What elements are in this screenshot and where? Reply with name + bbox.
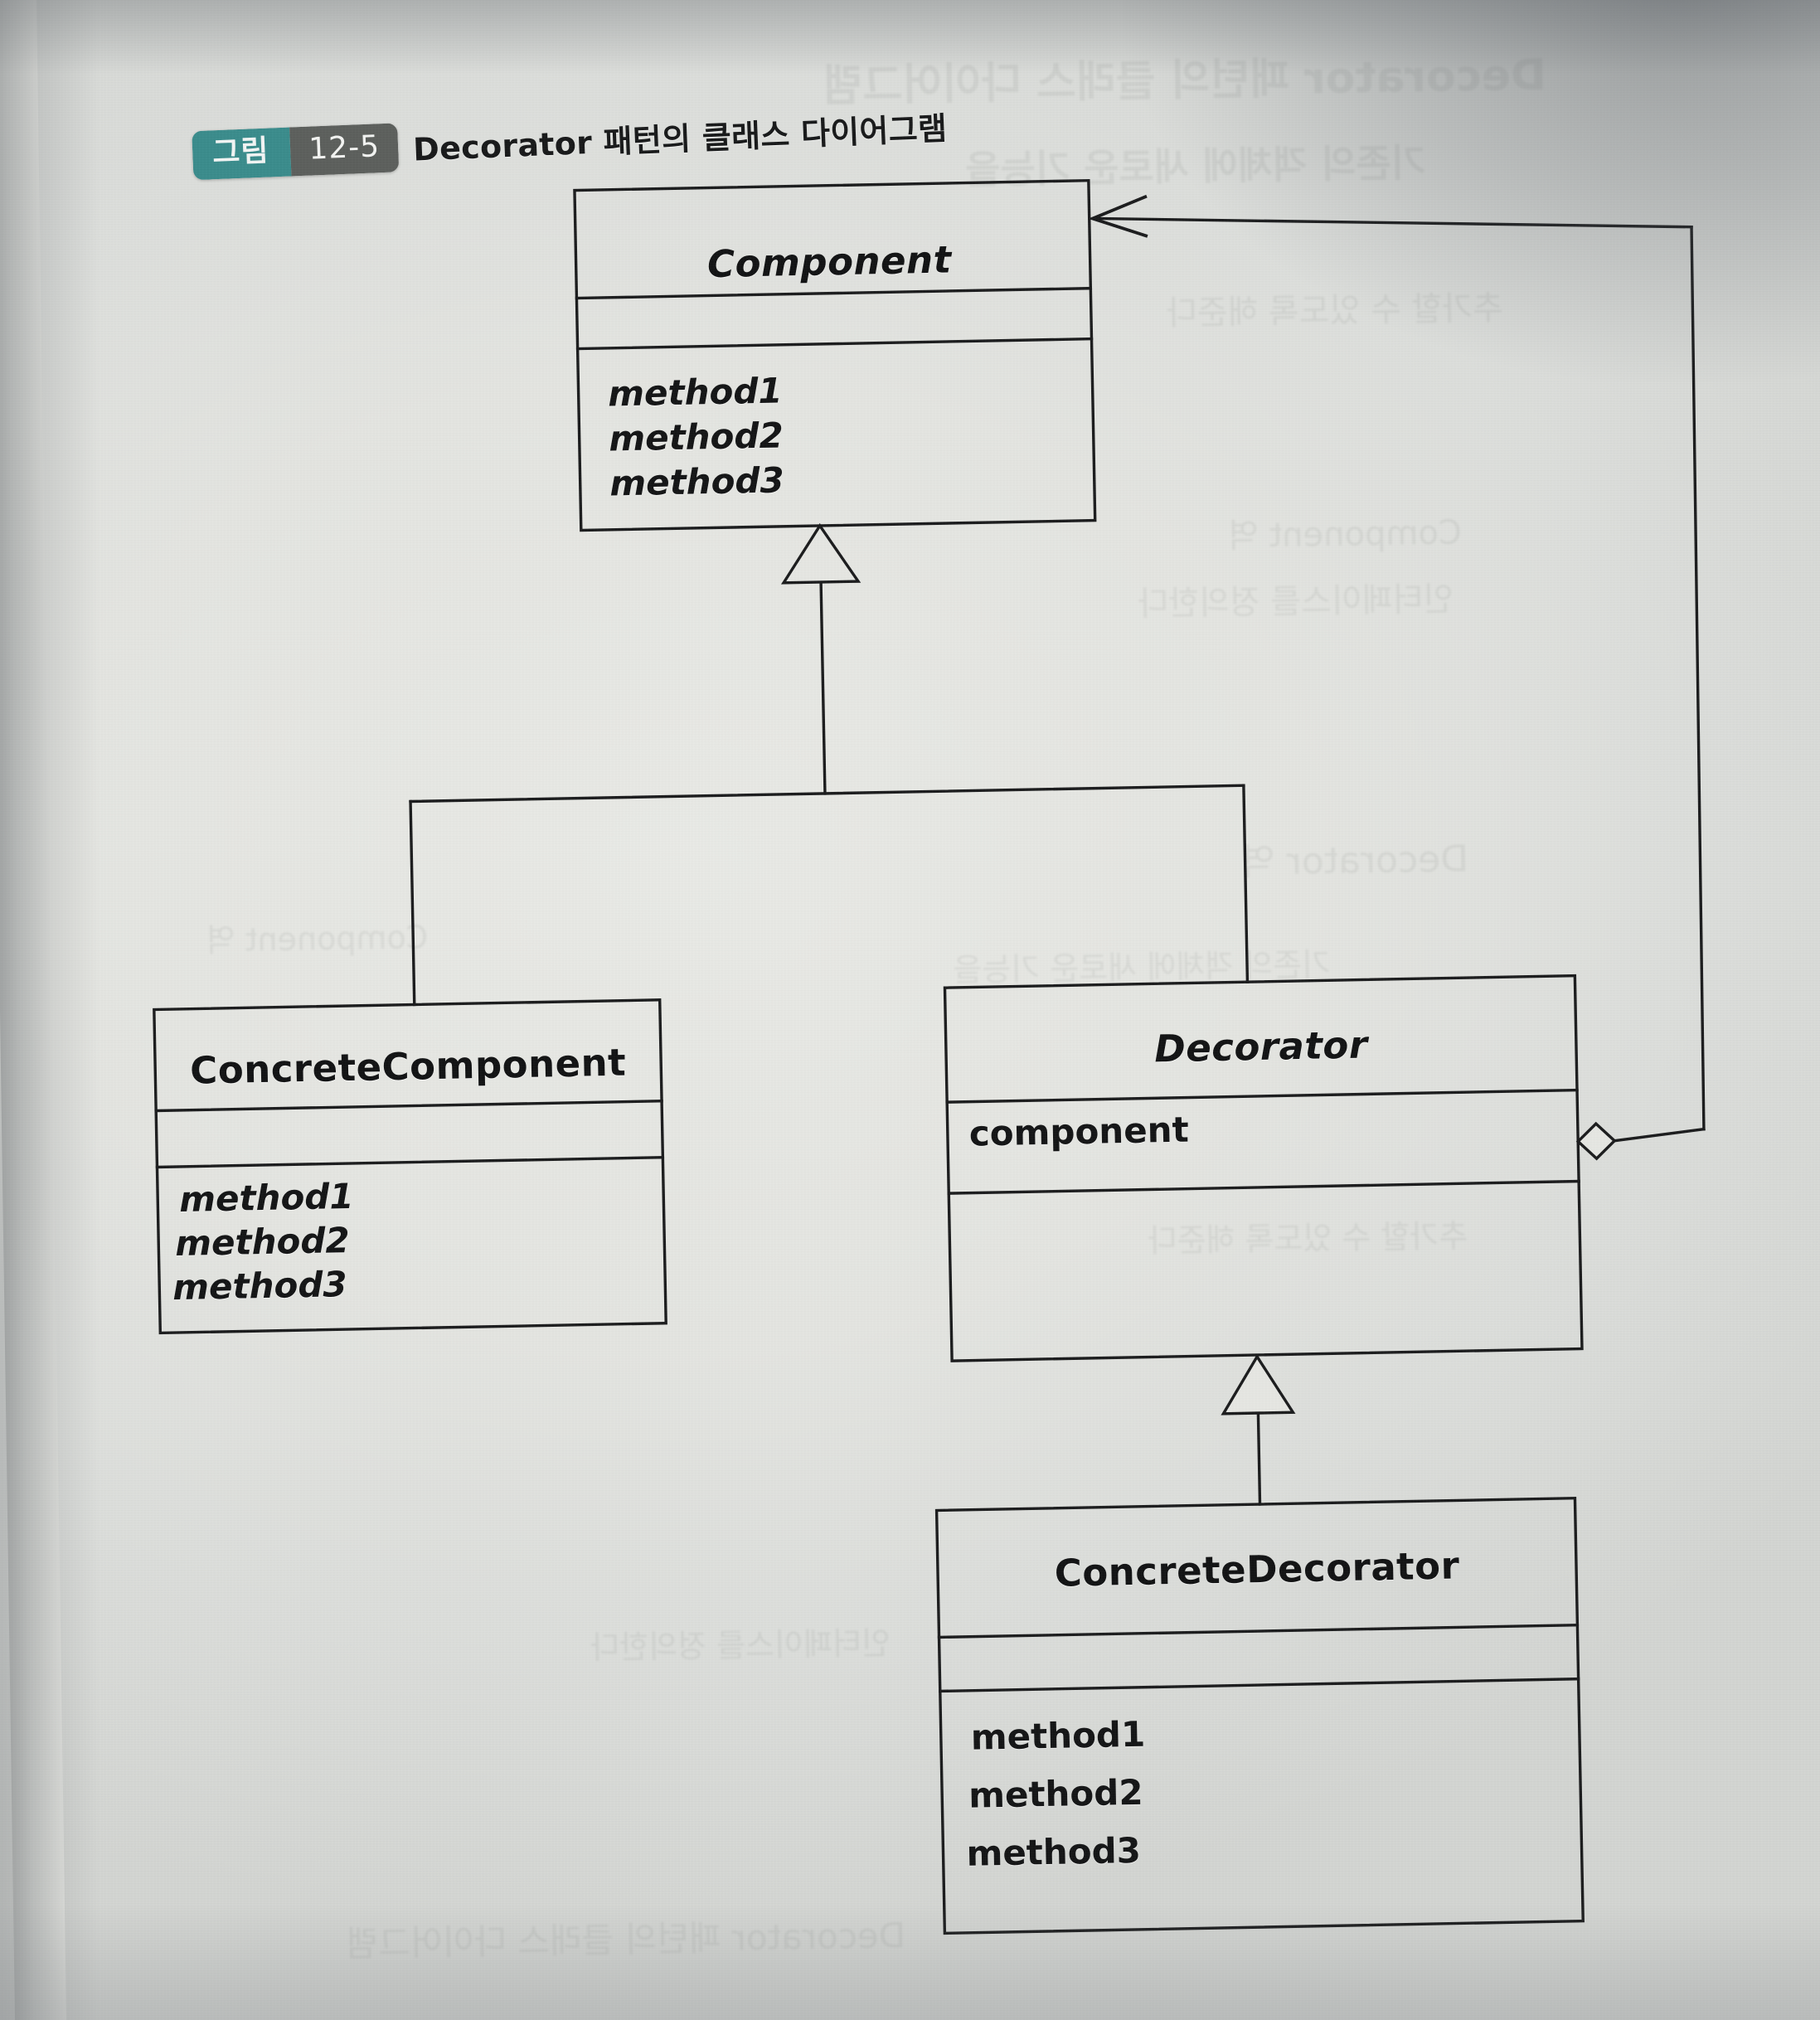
operation-concrete-decorator-3: method3 [966,1829,1142,1874]
figure-badge-label: 그림 [192,127,292,181]
operation-component-2: method2 [608,415,784,459]
class-name-component: Component [706,237,953,287]
class-concrete-decorator[interactable]: ConcreteDecorator method1 method2 method… [937,1498,1584,1934]
operation-concrete-decorator-2: method2 [968,1771,1144,1816]
figure-number-badge: 그림 12-5 [192,123,400,181]
operation-concrete-decorator-1: method1 [970,1713,1146,1758]
operation-component-3: method3 [609,459,785,504]
figure-badge-number: 12-5 [289,123,400,177]
class-component[interactable]: Component method1 method2 method3 [571,192,1092,541]
operation-concrete-component-2: method2 [174,1220,351,1265]
operation-concrete-component-1: method1 [178,1175,355,1220]
class-name-concrete-decorator: ConcreteDecorator [1054,1543,1460,1595]
class-decorator[interactable]: Decorator component [944,976,1581,1362]
class-name-concrete-component: ConcreteComponent [189,1040,627,1093]
class-concrete-component[interactable]: ConcreteComponent method1 method2 method… [154,1000,666,1333]
operation-concrete-component-3: method3 [172,1264,348,1309]
class-name-decorator: Decorator [1153,1022,1368,1071]
attribute-decorator-component: component [968,1109,1190,1154]
operation-component-1: method1 [607,370,784,415]
